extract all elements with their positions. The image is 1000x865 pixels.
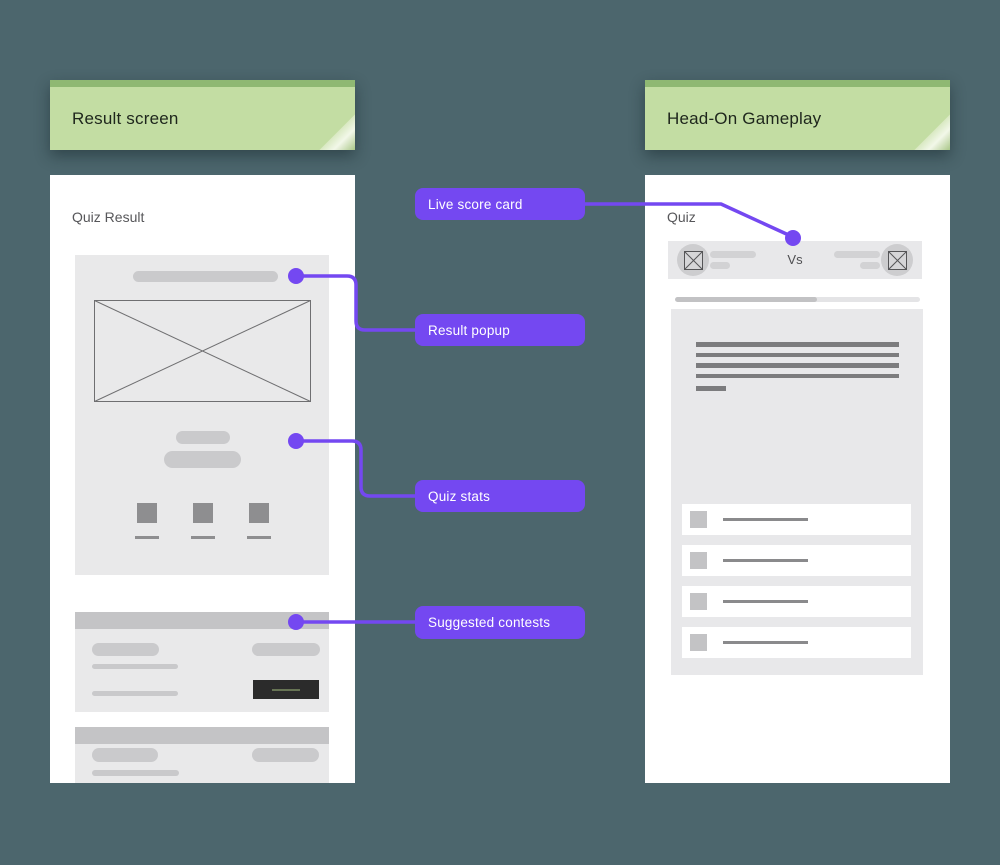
answer-option-row[interactable] [682,545,911,576]
suggested-contest-card [75,612,329,712]
live-score-card: Vs [668,241,922,279]
option-icon-placeholder [690,511,707,528]
button-label-placeholder [272,688,300,691]
phone-frame-result-screen[interactable]: Quiz Result [50,175,355,783]
player-name-placeholder [710,251,756,258]
sticky-note-label: Head-On Gameplay [667,108,822,128]
question-text-placeholder [696,342,899,347]
annotation-label-result-popup[interactable]: Result popup [415,314,585,346]
player-score-placeholder [860,262,880,269]
annotation-text: Live score card [428,196,523,212]
image-placeholder-icon [94,300,311,402]
result-popup-card [75,255,329,575]
question-text-placeholder [696,352,899,357]
timer-progress-bar [675,297,920,302]
contest-card-header [75,612,329,629]
annotation-label-live-score-card[interactable]: Live score card [415,188,585,220]
option-text-placeholder [723,600,808,603]
option-icon-placeholder [690,552,707,569]
option-icon-placeholder [690,593,707,610]
annotation-text: Suggested contests [428,615,551,630]
join-button-placeholder[interactable] [253,680,319,699]
sticky-note-head-on-gameplay[interactable]: Head-On Gameplay [645,80,950,150]
annotation-text: Result popup [428,322,510,338]
option-text-placeholder [723,518,808,521]
option-text-placeholder [723,641,808,644]
answer-option-row[interactable] [682,586,911,617]
contest-prize-placeholder [252,643,320,656]
title-placeholder [133,271,278,282]
contest-text-placeholder [92,770,179,776]
annotation-label-suggested-contests[interactable]: Suggested contests [415,606,585,639]
contest-title-placeholder [92,643,159,656]
folded-corner-icon [914,114,950,150]
stat-icon-placeholder [249,503,269,523]
player-avatar [677,244,709,276]
question-text-placeholder [696,363,899,368]
contest-prize-placeholder [252,748,319,762]
player-score-placeholder [710,262,730,269]
answer-option-row[interactable] [682,504,911,535]
page-title: Quiz Result [72,209,145,225]
sticky-note-result-screen[interactable]: Result screen [50,80,355,150]
stat-label-placeholder [191,536,215,539]
contest-title-placeholder [92,748,158,762]
contest-text-placeholder [92,664,178,669]
stat-label-placeholder [247,536,271,539]
stat-label-placeholder [135,536,159,539]
question-card [671,309,923,675]
phone-frame-gameplay-screen[interactable]: Quiz Vs [645,175,950,783]
answer-option-row[interactable] [682,627,911,658]
option-text-placeholder [723,559,808,562]
option-icon-placeholder [690,634,707,651]
vs-label: Vs [787,252,803,267]
annotation-text: Quiz stats [428,488,491,504]
page-title: Quiz [667,209,696,225]
image-placeholder-icon [683,250,703,270]
contest-card-header [75,727,329,744]
annotation-label-quiz-stats[interactable]: Quiz stats [415,480,585,512]
contest-text-placeholder [92,691,178,696]
image-placeholder-icon [887,250,907,270]
sticky-note-label: Result screen [72,108,179,128]
question-text-placeholder [696,373,899,378]
stat-icon-placeholder [193,503,213,523]
folded-corner-icon [319,114,355,150]
player-avatar [881,244,913,276]
stat-icon-placeholder [137,503,157,523]
player-name-placeholder [834,251,880,258]
score-placeholder [164,451,241,468]
question-text-placeholder [696,386,726,391]
suggested-contest-card [75,727,329,783]
score-placeholder [176,431,230,444]
